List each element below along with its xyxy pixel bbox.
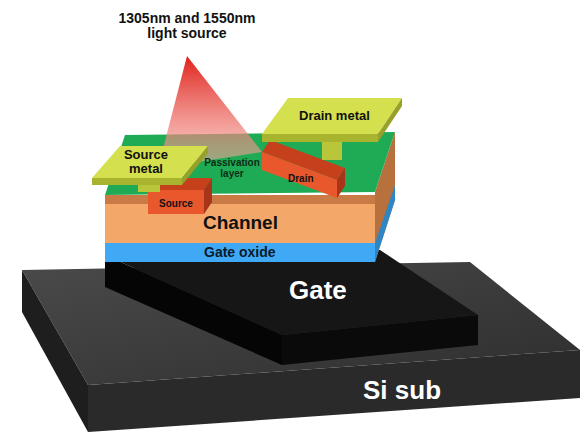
drain-metal-edge [262, 134, 378, 142]
drain-metal-side [378, 98, 402, 142]
oxide-side [375, 185, 395, 262]
contact-region: Drain [286, 172, 316, 185]
metal-pad: Drain metal [297, 108, 372, 124]
gate-electrode: Gate [287, 275, 349, 306]
substrate-front [88, 350, 580, 432]
layer-label: Gate [289, 276, 347, 305]
contact-region: Source [157, 197, 195, 210]
source-metal-side [182, 146, 208, 185]
layer-label: Drain metal [299, 109, 370, 123]
layer-label: Source metal [108, 148, 184, 177]
layer-label: Passivation layer [198, 157, 266, 179]
gate-front [282, 315, 478, 365]
channel-front [105, 195, 375, 243]
oxide-front [105, 243, 375, 262]
layer-label: Si sub [363, 376, 441, 405]
passivation-layer: Passivation layer [196, 156, 268, 180]
light-source-label: 1305nm and 1550nm light source [102, 11, 272, 42]
drain-stem [322, 140, 342, 160]
metal-pad: Source metal [106, 147, 186, 178]
oxide-layer: Gate oxide [202, 244, 278, 261]
gate-side [105, 255, 282, 365]
source-side [204, 178, 212, 214]
source-metal-edge [92, 178, 182, 185]
layer-label: Drain [288, 173, 314, 184]
source-front [148, 190, 204, 214]
layer-label: Source [159, 198, 193, 209]
drain-side [337, 168, 345, 198]
channel-layer: Channel [201, 212, 280, 235]
substrate-side [22, 270, 88, 432]
annotation-text: 1305nm and 1550nm light source [102, 11, 272, 42]
drain-metal-plate [262, 98, 402, 134]
layer-label: Channel [203, 213, 278, 234]
substrate: Si sub [361, 375, 443, 406]
layer-label: Gate oxide [204, 245, 276, 260]
